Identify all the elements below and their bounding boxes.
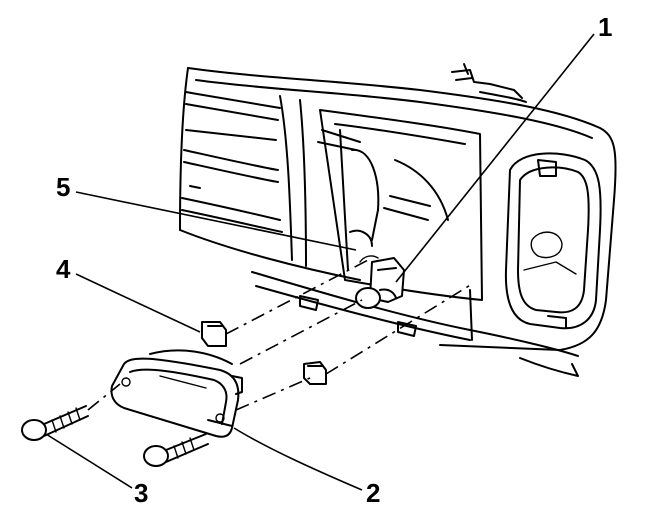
assembly-centerlines [87,257,473,411]
retainer-nut-right [303,361,327,385]
leader-lines [45,33,595,491]
screw-lower [143,433,209,467]
screw-upper [21,405,89,441]
callout-2: 2 [366,478,380,508]
retainer-nut-left [201,321,227,347]
callout-5: 5 [56,172,70,202]
callout-1: 1 [598,12,612,42]
bulb-socket [355,255,405,309]
callout-3: 3 [134,478,148,508]
callout-4: 4 [56,254,71,284]
grille-assembly [179,63,617,377]
lamp-housing [110,349,243,438]
